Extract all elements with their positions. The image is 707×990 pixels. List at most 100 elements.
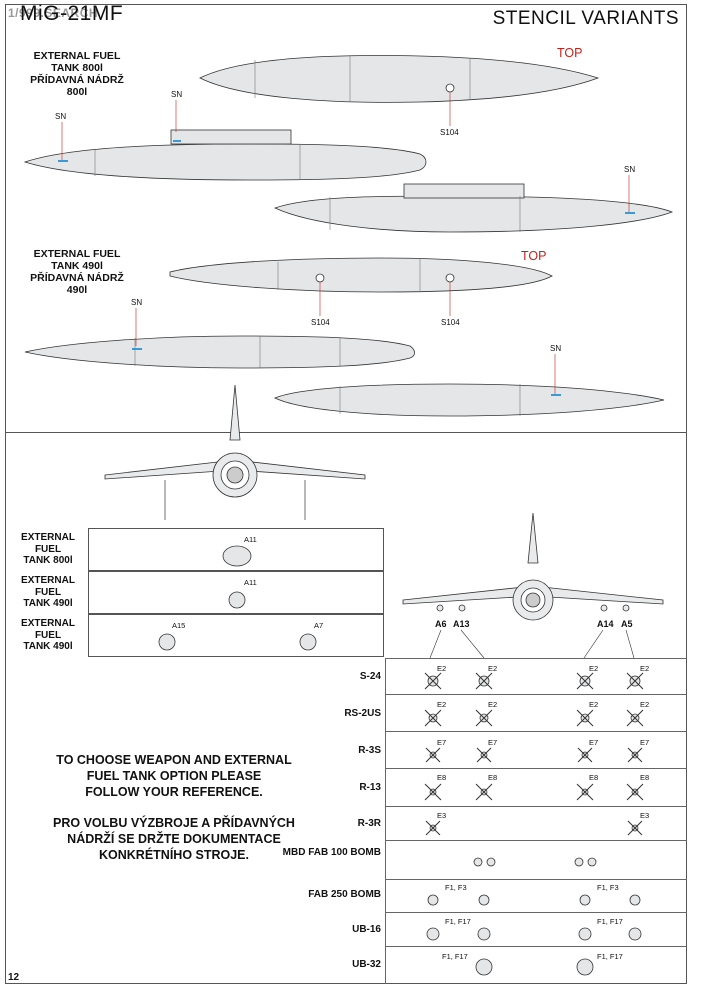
row-line — [385, 946, 687, 947]
sn-label: SN — [55, 112, 67, 121]
model-name: MiG-21MF — [20, 2, 124, 25]
row-line — [385, 912, 687, 913]
label-line: FUEL — [34, 543, 62, 555]
instructions-cz: PRO VOLBU VÝZBROJE A PŘÍDAVNÝCH NÁDRŽÍ S… — [24, 815, 324, 863]
pylon-label: A13 — [453, 619, 470, 629]
instruction-line: PRO VOLBU VÝZBROJE A PŘÍDAVNÝCH — [53, 816, 295, 830]
s104-label: S104 — [441, 318, 460, 327]
stencil-code: E3 — [437, 811, 447, 820]
top-label-490: TOP — [521, 249, 547, 263]
station-code: A15 — [172, 621, 186, 630]
top-label-800: TOP — [557, 46, 583, 60]
stencil-code: E2 — [640, 664, 650, 673]
station-code: A11 — [244, 535, 257, 544]
label-line: EXTERNAL — [21, 575, 75, 586]
weapon-table-divider — [385, 658, 386, 984]
tank490-top — [169, 257, 553, 293]
weapon-name: R-13 — [359, 782, 381, 793]
pylon-label: A6 — [435, 619, 447, 629]
stencil-code: E7 — [589, 738, 599, 747]
tank800-caption: EXTERNAL FUEL TANK 800l PŘÍDAVNÁ NÁDRŽ 8… — [22, 50, 132, 98]
stencil-code: E2 — [488, 700, 498, 709]
instruction-line: FUEL TANK OPTION PLEASE — [86, 769, 262, 783]
label-line: TANK 800l — [23, 555, 73, 566]
instruction-line: FOLLOW YOUR REFERENCE. — [85, 785, 263, 799]
mbd-icons — [473, 857, 597, 867]
station-code: A11 — [244, 578, 257, 587]
row-line — [385, 658, 687, 659]
caption-line: TANK 490l — [51, 260, 103, 272]
page-frame — [5, 4, 687, 984]
section-divider — [5, 432, 687, 433]
caption-line: EXTERNAL FUEL — [33, 50, 121, 62]
instruction-line: TO CHOOSE WEAPON AND EXTERNAL — [56, 753, 292, 767]
caption-line: EXTERNAL FUEL — [33, 248, 121, 260]
stencil-code: E2 — [488, 664, 498, 673]
sn-label: SN — [624, 165, 636, 174]
weapon-name: FAB 250 BOMB — [308, 889, 381, 900]
sn-label: SN — [131, 298, 143, 307]
sn-label: SN — [550, 344, 562, 353]
station-label: EXTERNAL FUEL TANK 490l — [10, 618, 86, 653]
instruction-line: KONKRÉTNÍHO STROJE. — [98, 848, 249, 862]
tank800-top — [199, 55, 600, 103]
row-line — [385, 840, 687, 841]
label-line: TANK 490l — [23, 598, 73, 609]
page-number: 12 — [8, 972, 20, 983]
weapon-name: R-3R — [357, 818, 381, 829]
pylon-label: A5 — [621, 619, 633, 629]
page-title: STENCIL VARIANTS — [492, 8, 679, 29]
tank800-pylon — [170, 129, 292, 145]
aircraft-front-view — [104, 384, 366, 520]
stencil-code: E3 — [640, 811, 650, 820]
s104-label: S104 — [311, 318, 330, 327]
tank490-side — [274, 383, 665, 417]
label-line: FUEL — [34, 629, 62, 641]
r13-icons — [429, 788, 639, 796]
weapon-name: UB-32 — [352, 959, 381, 970]
caption-line: PŘÍDAVNÁ NÁDRŽ — [30, 272, 124, 284]
ub16-icons — [426, 927, 642, 941]
caption-line: TANK 800l — [51, 62, 103, 74]
station-code: A7 — [314, 621, 324, 630]
tank800-side — [273, 195, 674, 233]
aircraft-pylon-view — [402, 512, 664, 621]
label-line: FUEL — [34, 586, 62, 598]
stencil-code: F1, F3 — [597, 883, 619, 892]
tank800-pylon — [403, 183, 525, 199]
row-line — [385, 879, 687, 880]
stencil-code: E2 — [589, 700, 599, 709]
stencil-code: E7 — [640, 738, 650, 747]
stencil-code: E2 — [589, 664, 599, 673]
watermark: 1/999.SEARCH — [8, 6, 99, 20]
caption-line: 490l — [66, 284, 88, 296]
s104-label: S104 — [440, 128, 459, 137]
stencil-code: E7 — [437, 738, 447, 747]
stencil-code: E8 — [589, 773, 599, 782]
stencil-code: E8 — [437, 773, 447, 782]
rs2us-icons — [428, 713, 640, 723]
stencil-code: F1, F3 — [445, 883, 467, 892]
weapon-name: RS-2US — [344, 708, 381, 719]
sn-label: SN — [171, 90, 183, 99]
tank800-side — [23, 143, 427, 181]
fin-lines — [424, 672, 644, 836]
stencil-code: E2 — [437, 700, 447, 709]
stencil-code: F1, F17 — [442, 952, 468, 961]
stencil-code: F1, F17 — [597, 952, 623, 961]
row-line — [385, 731, 687, 732]
tank490-side — [24, 335, 415, 369]
station-box — [88, 614, 384, 657]
s24-icons — [427, 675, 641, 687]
weapon-name: R-3S — [358, 745, 381, 756]
row-line — [385, 806, 687, 807]
pylon-label: A14 — [597, 619, 614, 629]
weapon-name: S-24 — [359, 671, 381, 682]
stencil-code: E2 — [437, 664, 447, 673]
label-line: EXTERNAL — [21, 532, 75, 543]
stencil-code: E2 — [640, 700, 650, 709]
station-box — [88, 571, 384, 614]
